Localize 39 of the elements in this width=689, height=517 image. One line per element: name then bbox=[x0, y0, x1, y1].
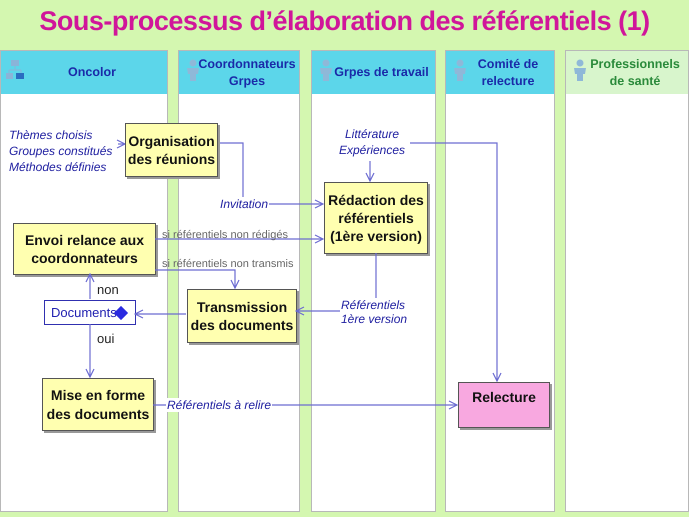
edge-label: Invitation bbox=[219, 197, 270, 211]
edge-label: Référentiels à relire bbox=[166, 398, 272, 412]
lane-title: Grpes de travail bbox=[334, 64, 429, 81]
arrow bbox=[85, 273, 95, 299]
decision-label: Documents bbox=[51, 305, 117, 320]
edge-label: oui bbox=[96, 331, 116, 346]
lane-title: Oncolor bbox=[68, 64, 116, 81]
arrow bbox=[116, 139, 126, 149]
lane-title: Comité de relecture bbox=[476, 56, 540, 89]
process-label: Relecture bbox=[472, 388, 536, 406]
process-label: Envoi relance aux coordonnateurs bbox=[24, 230, 146, 268]
process-box bbox=[42, 378, 154, 431]
arrow bbox=[134, 309, 186, 319]
decision-box bbox=[44, 300, 136, 325]
lane-title: Professionnels de santé bbox=[589, 56, 681, 89]
swimlane bbox=[445, 50, 555, 512]
process-box bbox=[324, 182, 428, 254]
lane-title: Coordonnateurs Grpes bbox=[197, 56, 297, 89]
swimlane bbox=[565, 50, 689, 512]
process-label: Transmission des documents bbox=[190, 298, 294, 334]
process-box bbox=[187, 289, 297, 343]
subprocess-box bbox=[458, 382, 550, 428]
input-note: Thèmes choisis Groupes constitués Méthodes définies bbox=[9, 127, 123, 173]
edge-label: si référentiels non transmis bbox=[161, 258, 294, 270]
process-box bbox=[13, 223, 156, 275]
process-label: Rédaction des référentiels (1ère version) bbox=[327, 190, 425, 246]
arrow bbox=[155, 234, 324, 244]
input-note: Littérature Expériences bbox=[331, 126, 413, 162]
diagram-title: Sous-processus d’élaboration des référentiels (1) bbox=[38, 6, 651, 37]
process-label: Mise en forme des documents bbox=[46, 386, 150, 423]
arrow bbox=[155, 269, 240, 289]
arrow bbox=[85, 324, 95, 378]
arrow bbox=[365, 161, 375, 182]
edge-label: non bbox=[96, 282, 120, 297]
process-label: Organisation des réunions bbox=[126, 132, 216, 168]
swimlane bbox=[311, 50, 436, 512]
arrow bbox=[410, 142, 502, 382]
process-box bbox=[125, 123, 218, 177]
edge-label: si référentiels non rédigés bbox=[161, 229, 289, 241]
